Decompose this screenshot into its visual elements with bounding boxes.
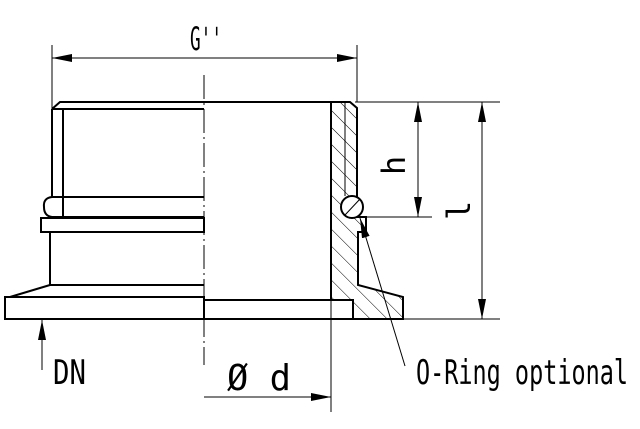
o-ring-section xyxy=(340,195,364,219)
length-l-label: l xyxy=(440,201,478,220)
section-view xyxy=(203,101,404,320)
dn-label: DN xyxy=(53,353,86,393)
exterior-view xyxy=(4,101,205,320)
thread-label: G'' xyxy=(190,20,222,58)
bore-diameter-label: Ø d xyxy=(227,358,291,399)
height-h-label: h xyxy=(375,156,413,175)
dimension-lines xyxy=(38,45,500,412)
o-ring-note: O-Ring optional xyxy=(416,353,628,393)
